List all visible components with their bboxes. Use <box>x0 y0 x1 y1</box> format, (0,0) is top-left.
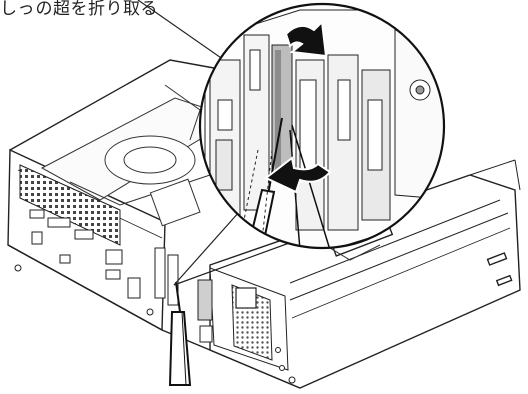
io-port <box>32 232 42 244</box>
io-port <box>106 250 122 264</box>
io-port <box>75 230 93 239</box>
io-port <box>128 278 140 298</box>
expansion-slot <box>168 255 178 305</box>
io-port <box>48 218 70 227</box>
io-port <box>60 255 70 263</box>
expansion-slot <box>155 248 165 298</box>
io-port <box>106 270 120 279</box>
instruction-caption: しっの超を折り取る <box>0 0 158 19</box>
cpu-fan <box>105 136 195 184</box>
io-port <box>30 210 44 218</box>
